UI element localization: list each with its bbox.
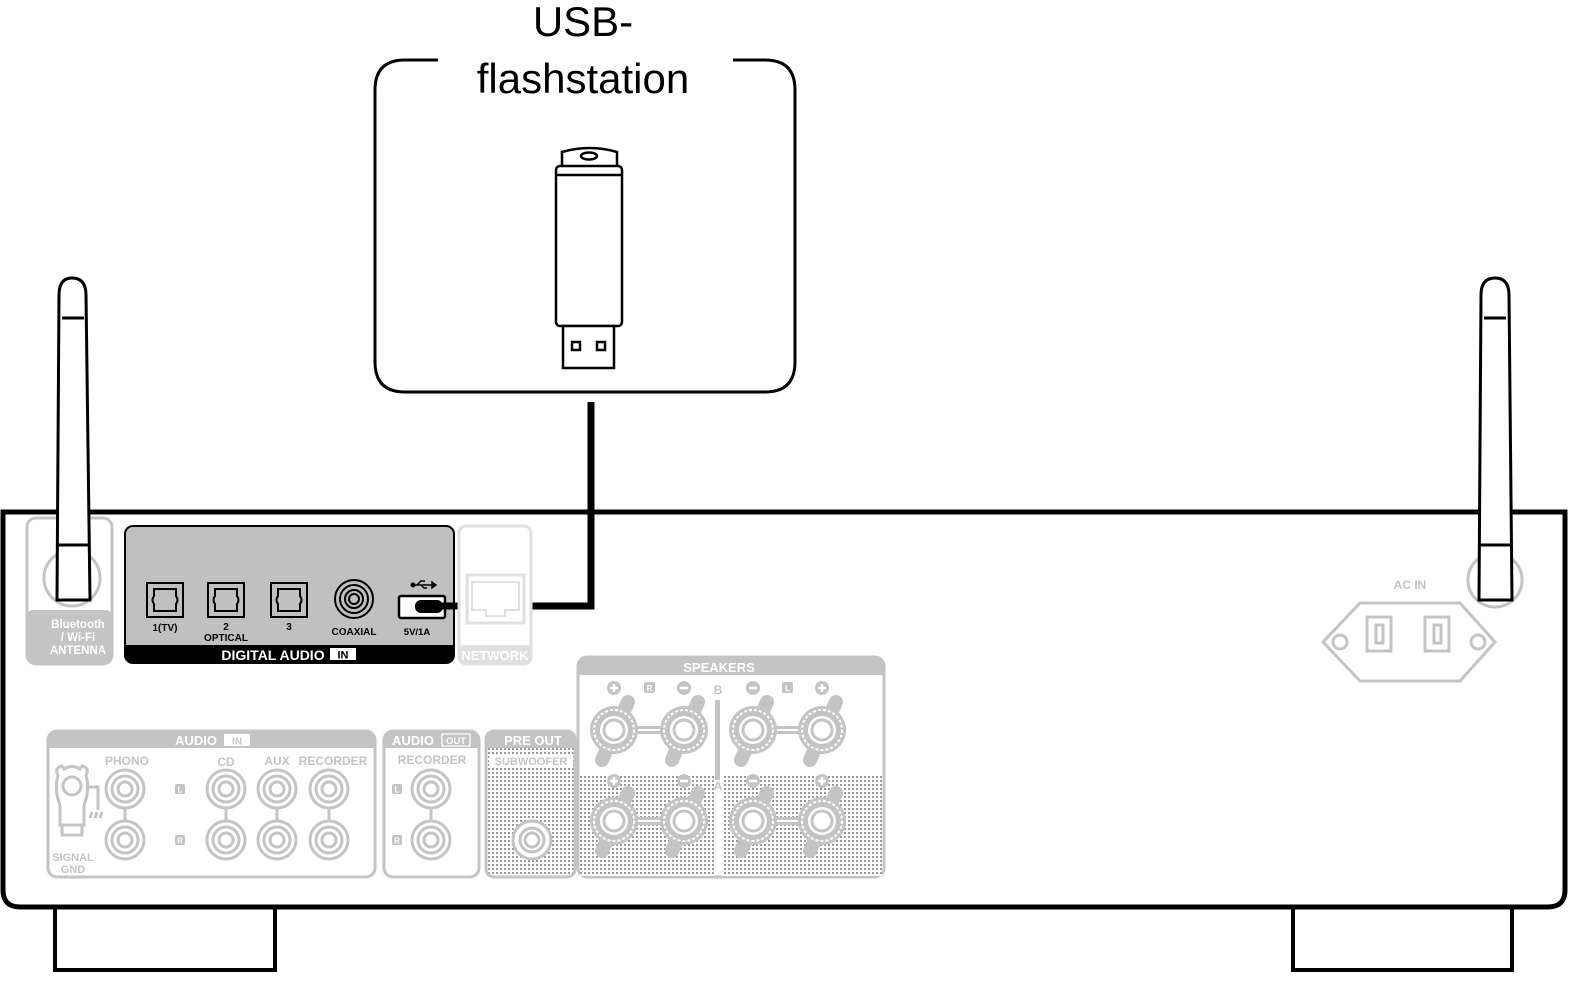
plus-icon <box>607 774 621 788</box>
plus-icon <box>815 774 829 788</box>
antenna-label-3: ANTENNA <box>50 645 106 657</box>
audio-in-badge: IN <box>232 737 242 748</box>
signal-label: SIGNAL <box>52 852 94 864</box>
network-port: NETWORK <box>457 524 533 666</box>
speakers-b-label: B <box>714 683 723 697</box>
digital-audio-in-badge: IN <box>338 650 349 662</box>
signal-gnd-terminal <box>54 764 104 837</box>
plus-icon <box>815 681 829 695</box>
subwoofer-label: SUBWOOFER <box>495 756 568 768</box>
pre-out-panel: PRE OUT SUBWOOFER <box>484 729 577 879</box>
audio-in-r: R <box>177 837 183 846</box>
speaker-binding-post <box>590 695 638 767</box>
audio-in-panel: AUDIO IN PHONO CD AUX RECORDER SIGNAL GN… <box>46 729 377 879</box>
digital-audio-panel: DIGITAL AUDIO IN 1(TV) 2 OPTICAL 3 COAXI… <box>124 525 455 664</box>
recorder-in-label: RECORDER <box>299 754 368 768</box>
speaker-binding-post <box>798 695 846 767</box>
digital-audio-label: DIGITAL AUDIO <box>221 647 324 663</box>
optical-port[interactable] <box>207 582 245 618</box>
ac-in-label: AC IN <box>1394 578 1427 592</box>
optical-port[interactable] <box>146 582 184 618</box>
usb-rating-label: 5V/1A <box>404 627 431 638</box>
optical-port[interactable] <box>270 582 308 618</box>
speaker-binding-post <box>729 695 777 767</box>
speaker-binding-post <box>798 786 846 858</box>
speakers-label: SPEAKERS <box>683 660 755 675</box>
speaker-binding-post <box>729 786 777 858</box>
minus-icon <box>677 681 691 695</box>
rca-jack-pair <box>104 768 146 861</box>
ac-in-socket: AC IN <box>1320 578 1498 683</box>
feet <box>53 906 1514 972</box>
usb-device-frame <box>373 58 797 394</box>
gnd-label: GND <box>61 864 86 876</box>
recorder-out-label: RECORDER <box>398 753 467 767</box>
audio-out-l: L <box>395 786 400 795</box>
speakers-a-label: A <box>714 779 723 793</box>
antenna-right-icon <box>1477 276 1514 602</box>
audio-out-label: AUDIO <box>392 733 434 748</box>
speaker-binding-post <box>660 786 708 858</box>
speaker-binding-post <box>660 695 708 767</box>
plus-icon <box>607 681 621 695</box>
speakers-panel: SPEAKERS B A R L <box>576 655 886 879</box>
usb-flash-drive-icon <box>554 146 624 370</box>
antenna-label-2: / Wi-Fi <box>61 632 95 644</box>
coaxial-jack[interactable] <box>334 579 374 619</box>
phono-label: PHONO <box>105 754 149 768</box>
audio-out-badge: OUT <box>446 736 466 747</box>
cd-label: CD <box>217 755 235 769</box>
rca-jack-pair <box>256 768 298 861</box>
port-label-1tv: 1(TV) <box>153 623 178 634</box>
audio-in-l: L <box>178 786 183 795</box>
minus-icon <box>746 774 760 788</box>
antenna-left-icon <box>55 276 92 602</box>
usb-icon <box>410 580 438 590</box>
audio-out-r: R <box>394 837 400 846</box>
minus-icon <box>677 774 691 788</box>
aux-label: AUX <box>264 754 289 768</box>
speaker-binding-post <box>590 786 638 858</box>
network-label: NETWORK <box>461 648 529 663</box>
audio-out-panel: AUDIO OUT RECORDER L R <box>382 729 481 879</box>
optical-label: OPTICAL <box>204 633 248 644</box>
antenna-label-1: Bluetooth <box>51 619 105 631</box>
port-label-3: 3 <box>286 622 292 633</box>
speakers-r-label: R <box>647 684 653 693</box>
rca-jack-pair <box>205 768 247 861</box>
rca-jack-pair <box>410 768 452 861</box>
coaxial-label: COAXIAL <box>332 627 377 638</box>
port-label-2: 2 <box>223 622 229 633</box>
speakers-l-label: L <box>785 684 790 693</box>
minus-icon <box>746 681 760 695</box>
title-line2: flashstation <box>477 55 689 102</box>
audio-in-label: AUDIO <box>175 733 217 748</box>
title-line1: USB- <box>533 0 633 45</box>
pre-out-label: PRE OUT <box>504 733 562 748</box>
rca-jack-pair <box>308 768 350 861</box>
subwoofer-jack <box>511 819 553 861</box>
